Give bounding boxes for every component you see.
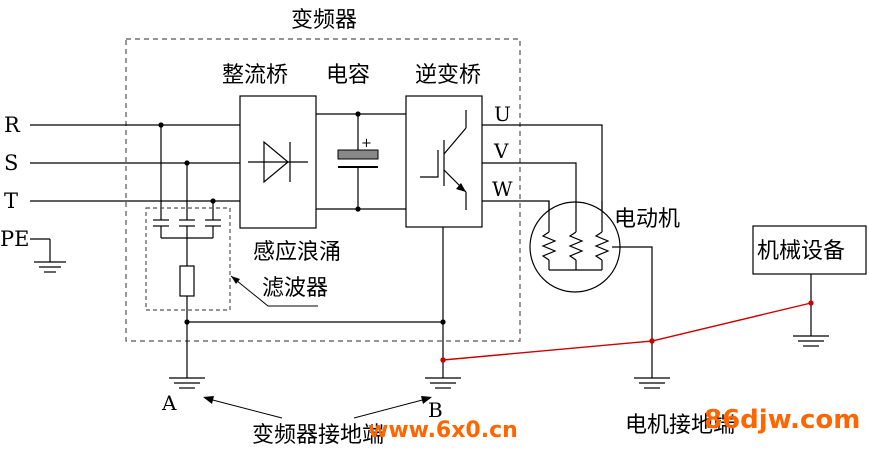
ground-b-label: B [428,398,443,422]
inverter-title: 变频器 [291,8,357,33]
caption-arrow-head-a [203,396,214,404]
dc-bus [316,113,406,210]
surge-filter-wiring [153,125,221,322]
surge-filter-label-line1: 感应浪涌 [253,240,341,265]
capacitor-label: 电容 [326,63,370,88]
input-label-t: T [4,189,18,213]
surge-filter-label-line2: 滤波器 [262,276,328,301]
motor-ground-icon [634,377,670,389]
inverter-ground-caption: 变频器接地端 [252,423,384,448]
surge-filter-pointer [230,275,318,307]
input-label-s: S [4,151,18,175]
watermark-left: www.6x0.cn [368,418,518,443]
watermark-right: 86djw.com [704,405,860,435]
pe-ground-icon [30,238,66,273]
surge-filter-pointer-arrow [231,276,240,284]
output-label-u: U [494,102,511,126]
motor-circle [529,201,621,293]
grounding-link-dot-machine [808,300,814,306]
machine-block [752,225,867,275]
grounding-link-dot-motor [649,338,655,344]
capacitor-icon [337,149,379,168]
motor-windings [541,201,610,271]
rectifier-label: 整流桥 [222,63,288,88]
motor-ground-caption: 电机接地端 [625,413,735,438]
input-label-pe: PE [0,227,29,251]
ground-a-icon [169,377,205,389]
machine-label: 机械设备 [757,239,845,264]
diode-icon [248,140,308,184]
motor-ground-wire [612,246,653,378]
motor-label: 电动机 [614,207,680,232]
surge-filter-box [145,207,231,311]
ground-a-label: A [161,391,177,415]
input-wires [30,124,240,202]
ground-bus [186,227,444,378]
caption-arrows [204,397,431,419]
grounding-link-dot-b [440,357,446,363]
inverter-bridge-label: 逆变桥 [415,63,481,88]
dc-bus-junctions [355,111,361,212]
caption-arrow-head-b [421,396,432,404]
grounding-link-red [442,302,812,361]
igbt-arrow [456,183,466,192]
capacitor-plus: + [361,136,372,151]
inverter-enclosure [125,38,521,342]
machine-ground-icon [793,335,829,347]
input-label-r: R [4,113,21,137]
output-label-v: V [493,139,509,163]
output-label-w: W [492,177,513,201]
ground-b-icon [425,377,461,389]
